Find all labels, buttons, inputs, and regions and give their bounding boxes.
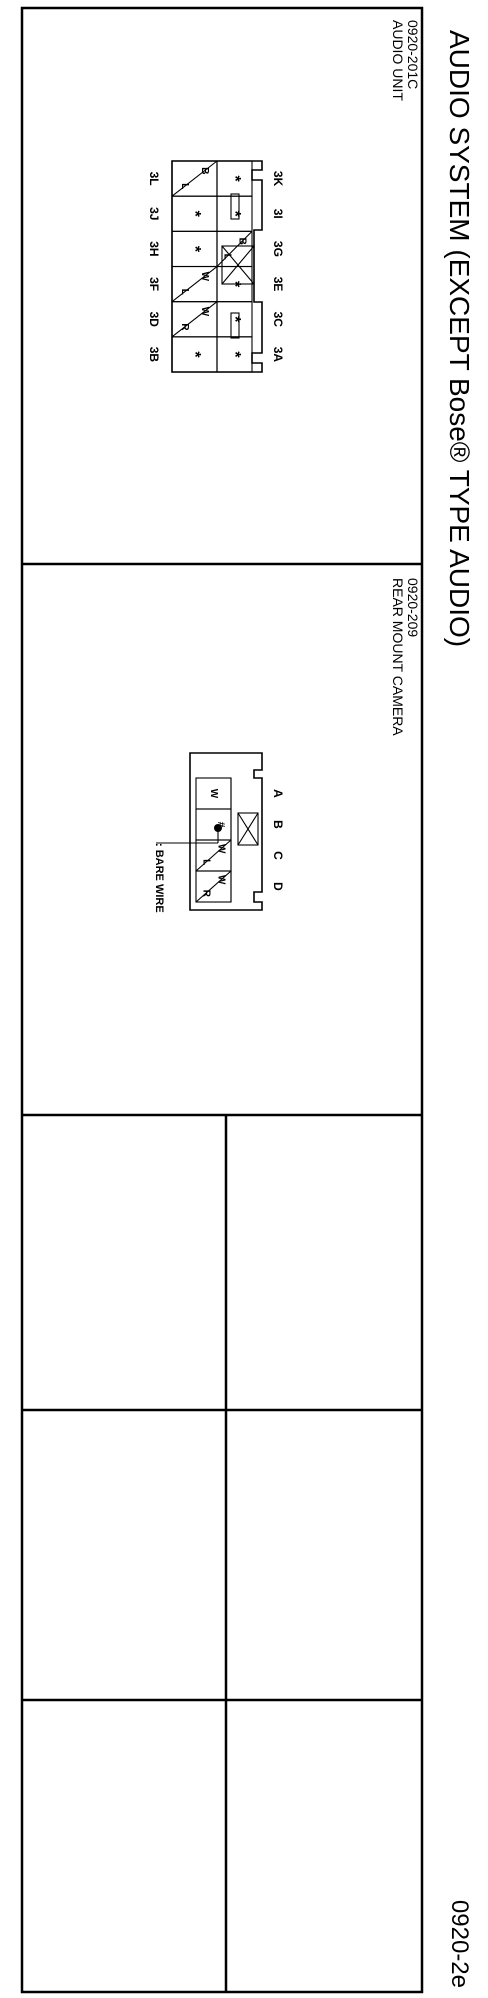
wire-color-stripe: R (200, 890, 211, 898)
pin-label: 3D (147, 312, 161, 328)
pin-label: 3E (271, 277, 285, 292)
pin-cell: * (216, 160, 253, 197)
outer-border (20, 6, 424, 1994)
color-split-line (195, 839, 232, 872)
empty-pin-mark: * (226, 281, 243, 288)
pin-label: 3A (271, 347, 285, 363)
empty-pin-mark: * (226, 175, 243, 182)
wire-color-primary: W (216, 875, 227, 885)
guide-rail-right (230, 312, 240, 339)
pin-cell: WL (195, 839, 232, 872)
pin-cell: WL (171, 265, 218, 303)
key-cross-2 (237, 812, 259, 846)
wire-color-primary: W (199, 272, 210, 282)
wire-color: W (208, 789, 219, 799)
color-split-line (216, 230, 253, 267)
connector-name: AUDIO UNIT (390, 20, 406, 101)
key-box (237, 812, 259, 846)
pin-cell: * (216, 301, 253, 338)
pin-cell: # (195, 808, 232, 841)
bare-wire-legend: : BARE WIRE (153, 824, 222, 913)
pin-label: D (271, 882, 285, 891)
wire-color-stripe: L (179, 289, 190, 295)
empty-pin-mark: * (226, 211, 243, 218)
connector-housing (171, 160, 263, 373)
pin-label: 3C (271, 312, 285, 328)
camera-pin-labels: A B C D (271, 789, 285, 891)
key-cross-2 (221, 245, 255, 285)
pin-cavity (195, 870, 232, 903)
wire-color-stripe: L (221, 254, 232, 260)
pin-label: 3I (271, 209, 285, 219)
wire-color-primary: B (199, 167, 210, 174)
color-split-line (195, 870, 232, 903)
pin-label: 3B (147, 347, 161, 363)
pin-cell: * (171, 336, 218, 373)
connector-code: 0920-201C (405, 20, 421, 89)
pin-label: 3J (147, 207, 161, 220)
guide-rail-left (230, 193, 240, 220)
pin-cell: * (216, 336, 253, 373)
pin-cell: * (171, 195, 218, 232)
wire-color-primary: W (199, 307, 210, 317)
pin-cavity (171, 336, 218, 373)
empty-pin-mark: * (186, 351, 203, 358)
wire-color-primary: W (216, 844, 227, 854)
bare-wire-mark: # (215, 822, 226, 828)
wire-color-stripe: R (179, 323, 190, 331)
connector-housing (189, 752, 263, 911)
pin-label: 3G (271, 241, 285, 257)
pin-label: 3F (147, 277, 161, 291)
color-split-line (171, 160, 218, 197)
page-number: 0920-2e (446, 1900, 473, 1988)
wire-color-stripe: L (200, 859, 211, 865)
page-title: AUDIO SYSTEM (EXCEPT Bose® TYPE AUDIO) (444, 30, 475, 647)
empty-pin-mark: * (226, 351, 243, 358)
pin-cell: * (171, 230, 218, 268)
empty-pin-mark: * (226, 316, 243, 323)
bare-wire-label: : BARE WIRE (153, 843, 165, 913)
audio-pin-labels: 3K 3I 3G 3E 3C 3A 3L 3J 3H 3F 3D 3B (147, 171, 285, 363)
color-split-line (171, 266, 218, 303)
pin-cell: W (195, 777, 232, 810)
pin-cell: WR (171, 301, 218, 338)
pin-cell: BL (171, 160, 218, 197)
wire-color-stripe: L (179, 183, 190, 189)
pin-cell: * (216, 195, 253, 232)
wire-color-primary: B (237, 238, 248, 245)
connector-name: REAR MOUNT CAMERA (390, 578, 406, 736)
pin-label: B (271, 820, 285, 829)
page-frame (20, 6, 424, 1994)
pin-cell: WR (195, 870, 232, 903)
pin-label: 3H (147, 241, 161, 256)
empty-pin-mark: * (186, 211, 203, 218)
pin-label: C (271, 851, 285, 860)
pin-label: 3K (271, 171, 285, 187)
color-split-line (171, 301, 218, 338)
empty-pin-mark: * (186, 246, 203, 253)
pin-label: 3L (147, 172, 161, 186)
connector-code: 0920-209 (405, 578, 421, 637)
pin-label: A (271, 789, 285, 798)
